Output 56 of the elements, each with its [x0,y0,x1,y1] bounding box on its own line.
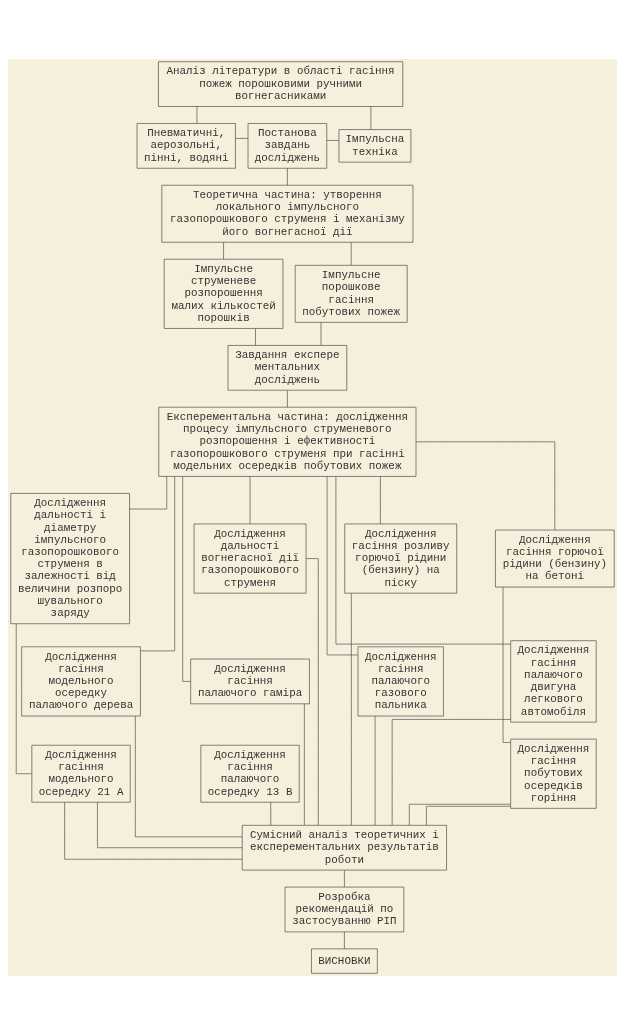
node-box: Дослідження гасіння палаючого двигуна легкового автомобіля [510,639,597,722]
node-box: Дослідження дальності вогнегасної дії газопорошкового струменя [193,523,307,593]
connector [344,869,345,887]
node-box: Дослідження гасіння модельного осередку палаючого дерева [21,645,141,716]
connector [415,441,556,530]
node-box: Дослідження гасіння горючої рідини (бензину) на бетоні [495,529,615,587]
node-box: Дослідження гасіння палаючого гаміра [190,658,310,704]
connector [370,105,372,130]
connector [304,703,305,825]
connector [391,718,511,825]
node-box: Імпульсна техніка [338,128,412,162]
connector [326,475,359,655]
connector [140,475,176,651]
connector [502,586,511,743]
connector [235,137,249,139]
connector [223,241,224,259]
connector [335,475,511,644]
node-box: Імпульсне порошкове гасіння побутових пожеж [294,264,408,323]
connector [287,389,288,407]
connector [135,715,243,837]
connector [305,557,319,826]
connector [287,167,288,186]
connector [129,475,168,509]
connector [374,715,376,825]
node-box: Дослідження гасіння модельного осередку 21 А [31,744,131,803]
connector [196,105,198,124]
node-box: Експерементальна частина: дослідження процесу імпульсного струменевого розпорошення і ефективності газопорошкового струменя при гасінні модельних осередків побутових пожеж [158,406,417,477]
node-box: Аналіз літератури в області гасіння пожеж порошковими ручними вогнегасниками [158,60,404,107]
connector [350,241,352,265]
connector [351,592,352,825]
connector [320,321,322,346]
node-box: Розробка рекомендацій по застосуванню РІП [284,886,405,932]
connector [326,139,340,141]
node-box: Пневматичні, аерозольні, пінні, водяні [136,122,236,169]
node-box: Постанова завдань досліджень [247,122,328,169]
node-box: ВИСНОВКИ [311,948,378,974]
node-box: Завдання експерементальних досліджень [227,344,348,391]
connector [64,801,243,860]
node-box: Дослідження дальності і діаметру імпульсного газопорошкового струменя в залежності від величини розпорошувального заряду [10,492,130,624]
connector [182,475,191,682]
node-box: Дослідження гасіння палаючого газового пальника [357,645,444,716]
connector [255,327,256,346]
connector [426,805,511,825]
node-box: Імпульсне струменеве розпорошення малих кількостей порошків [163,258,284,329]
connector [408,803,511,826]
connector [97,801,243,848]
node-box: Дослідження гасіння побутових осередків горіння [510,738,597,809]
connector [249,475,251,524]
node-box: Сумісний аналіз теоретичних і експерементальних результатів роботи [241,824,447,870]
connector [380,475,381,524]
connector [344,931,345,949]
connector [270,801,272,825]
node-box: Дослідження гасіння палаючого осередку 13 В [200,744,300,803]
node-box: Дослідження гасіння розливу горючої рідини (бензину) на піску [344,523,458,593]
node-box: Теоретична частина: утворення локального імпульсного газопорошкового струменя і механізму його вогнегасної дії [161,184,414,243]
connector [15,623,32,774]
